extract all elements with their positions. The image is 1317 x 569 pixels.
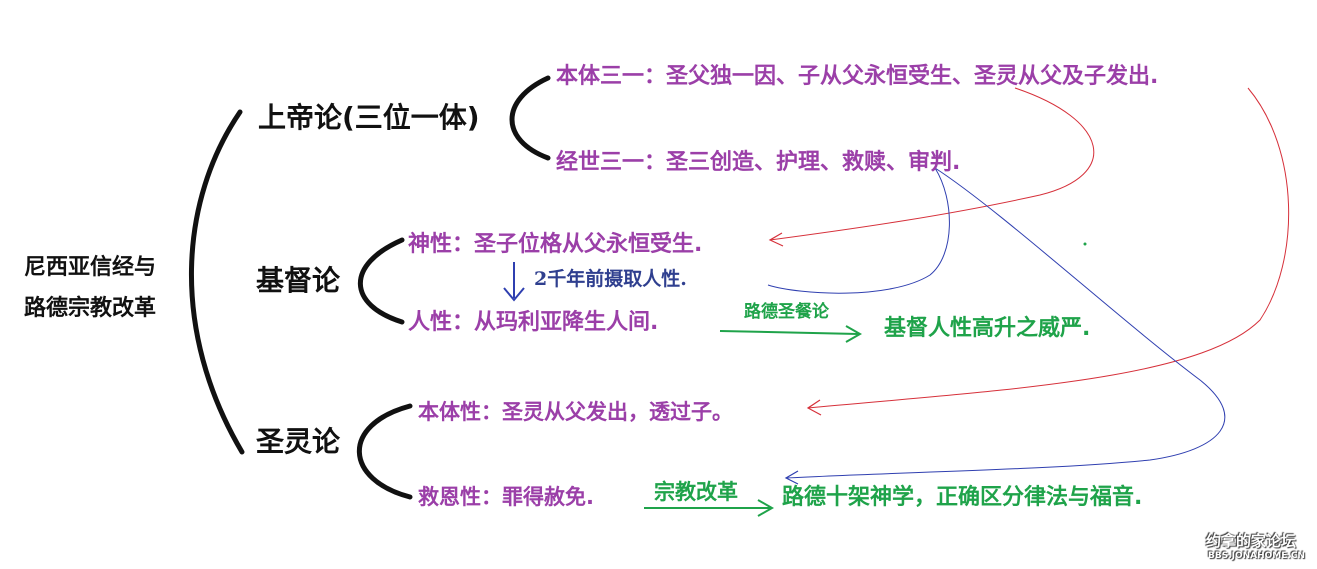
blue-down-arrow [503, 262, 525, 302]
green-dot [1083, 242, 1087, 246]
leaf-spirit-grace: 救恩性：罪得赦免. [418, 485, 594, 509]
note-incarnation: 2千年前摄取人性. [534, 268, 687, 290]
branch-spirit: 圣灵论 [256, 425, 341, 458]
branch-christ: 基督论 [256, 264, 341, 297]
leaf-christ-divine: 神性：圣子位格从父永恒受生. [408, 232, 703, 257]
blue-arrow-2 [785, 167, 1226, 479]
leaf-spirit-ontological: 本体性：圣灵从父发出，透过子。 [418, 400, 733, 424]
spirit-brace [356, 403, 413, 500]
result-christ-majesty: 基督人性高升之威严. [884, 316, 1091, 341]
label-reformation: 宗教改革 [654, 480, 738, 504]
result-theology-of-cross: 路德十架神学，正确区分律法与福音. [782, 485, 1143, 510]
red-arrowhead-2 [806, 399, 822, 416]
leaf-god-economic: 经世三一：圣三创造、护理、救赎、审判. [556, 150, 961, 175]
root-brace [189, 109, 245, 455]
god-brace [509, 75, 551, 161]
root-title-line2: 路德宗教改革 [24, 296, 157, 321]
christ-brace [358, 237, 405, 325]
blue-arrow-1 [767, 167, 950, 294]
branch-god: 上帝论(三位一体) [258, 101, 480, 134]
green-arrow-2 [644, 499, 775, 517]
leaf-christ-human: 人性：从玛利亚降生人间. [408, 310, 659, 335]
root-title-line1: 尼西亚信经与 [24, 255, 157, 280]
red-arrow-2 [807, 87, 1290, 409]
blue-arrowhead-2 [784, 470, 799, 485]
watermark-title: 约拿的家论坛 [1206, 532, 1297, 550]
red-arrowhead-1 [768, 232, 784, 247]
label-eucharist: 路德圣餐论 [744, 302, 829, 322]
green-arrow-1 [719, 325, 863, 343]
leaf-god-ontological: 本体三一：圣父独一因、子从父永恒受生、圣灵从父及子发出. [556, 64, 1159, 89]
watermark-url: BBS.JONAHOME.CN [1208, 551, 1305, 561]
red-arrow-1 [769, 87, 1095, 241]
